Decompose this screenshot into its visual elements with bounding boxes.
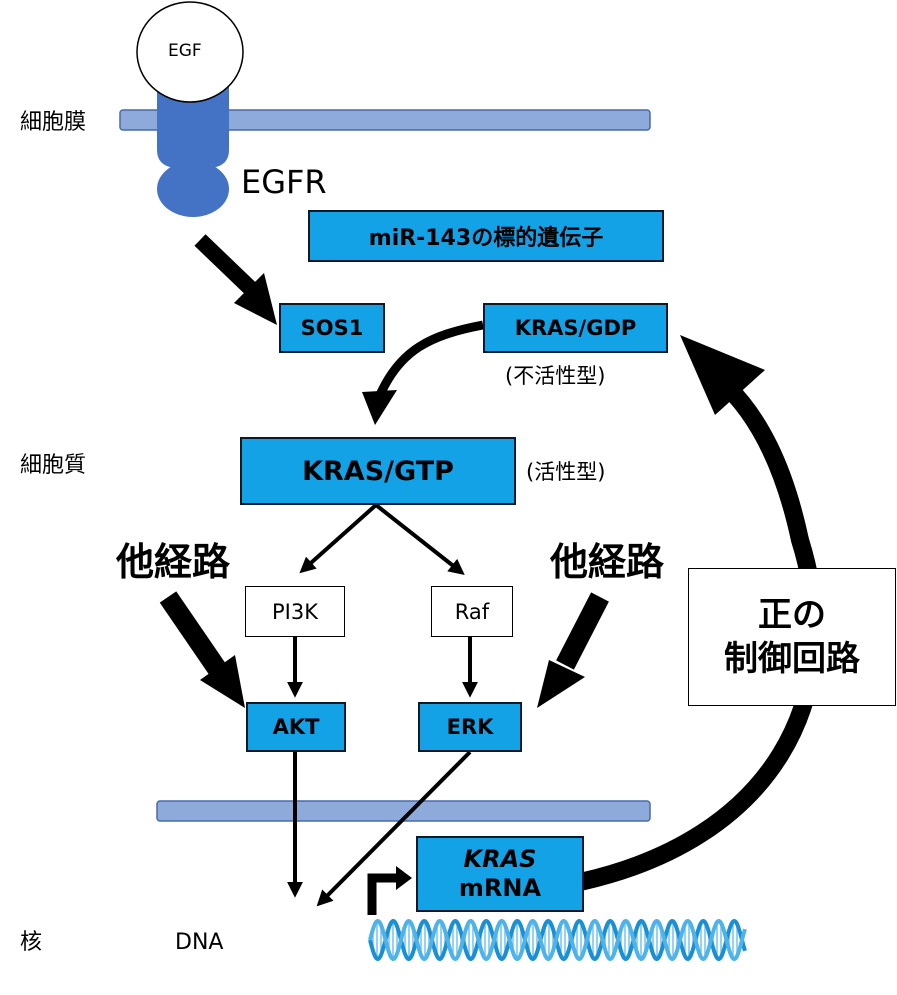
erk-box: ERK <box>418 702 522 752</box>
raf-box: Raf <box>431 586 513 637</box>
positive-feedback-line2: 制御回路 <box>724 639 860 679</box>
kras-gdp-box: KRAS/GDP <box>483 303 668 353</box>
egf-label: EGF <box>168 41 202 61</box>
nucleus-label: 核 <box>20 930 43 955</box>
kras-mrna-gene-label: KRAS <box>463 845 537 874</box>
dna-label: DNA <box>175 930 224 955</box>
other-pathway-left-arrow <box>159 591 245 708</box>
egfr-label: EGFR <box>241 163 327 201</box>
kras-mrna-type-label: mRNA <box>458 874 542 902</box>
kras-mrna-box: KRAS mRNA <box>416 836 584 912</box>
egf-ligand <box>136 1 244 103</box>
positive-feedback-line1: 正の <box>758 594 826 635</box>
positive-feedback-box: 正の 制御回路 <box>688 568 896 706</box>
egfr-receptor-icon <box>157 80 229 217</box>
kras-gdp-label: KRAS/GDP <box>514 316 637 340</box>
other-pathway-right-arrow <box>537 592 609 708</box>
gtp-branch-arrows <box>287 503 478 907</box>
gdp-to-gtp-arrow <box>362 320 484 425</box>
akt-box: AKT <box>246 702 346 752</box>
raf-label: Raf <box>454 599 490 624</box>
egfr-to-sos1-arrow <box>194 234 277 325</box>
cytoplasm-label: 細胞質 <box>20 453 87 478</box>
transcription-start-arrow-icon <box>367 866 412 915</box>
kras-gtp-box: KRAS/GTP <box>240 437 516 505</box>
akt-label: AKT <box>272 715 320 739</box>
sos1-box: SOS1 <box>279 303 385 353</box>
active-label: (活性型) <box>526 460 606 484</box>
cell-membrane-label: 細胞膜 <box>20 110 87 135</box>
mir143-target-box: miR-143の標的遺伝子 <box>308 210 664 262</box>
sos1-label: SOS1 <box>300 316 364 340</box>
pi3k-box: PI3K <box>245 586 345 637</box>
other-pathway-right-label: 他経路 <box>550 540 665 584</box>
other-pathway-left-label: 他経路 <box>116 540 231 584</box>
cell-membrane <box>119 109 651 131</box>
erk-label: ERK <box>446 715 494 739</box>
mir143-target-label: miR-143の標的遺伝子 <box>368 226 604 251</box>
dna-helix-icon <box>368 918 747 962</box>
kras-gtp-label: KRAS/GTP <box>302 455 454 487</box>
pi3k-label: PI3K <box>272 599 318 624</box>
dna-strand <box>368 918 747 962</box>
inactive-label: (不活性型) <box>505 364 606 388</box>
